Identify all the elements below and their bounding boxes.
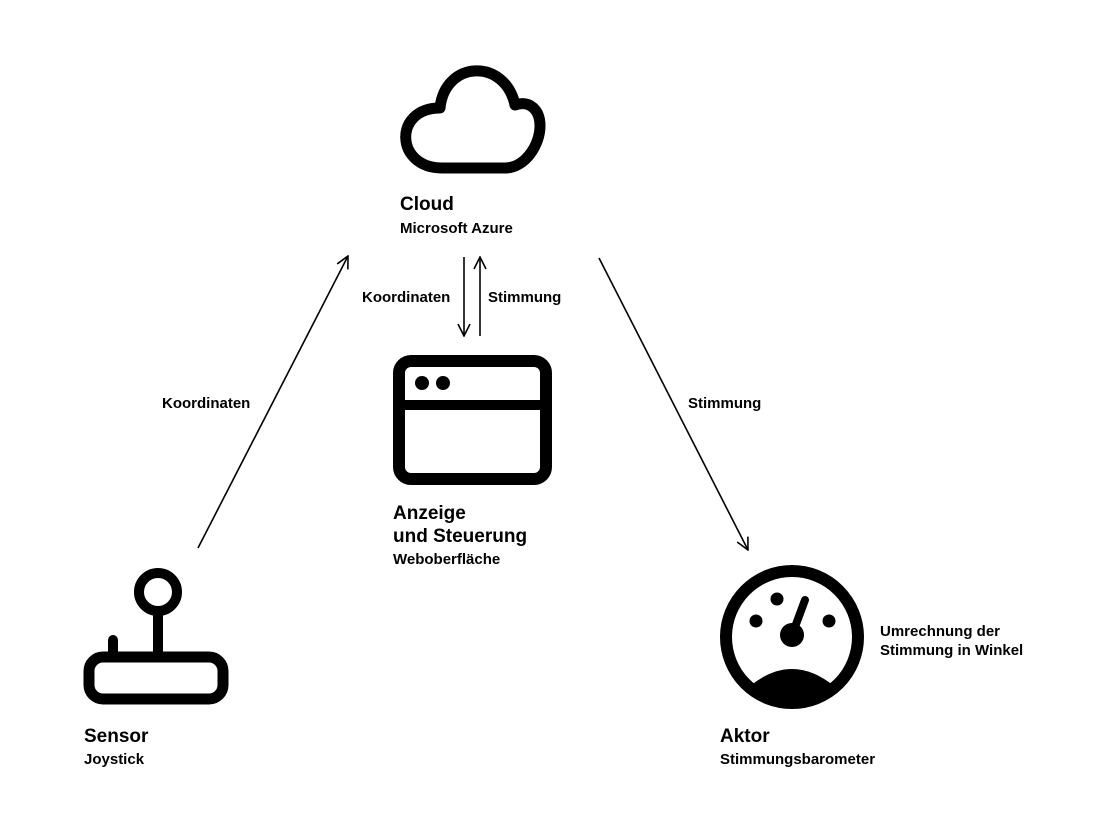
actor-note-line1: Umrechnung der [880,623,1001,640]
gauge-icon [720,565,864,709]
edge-label-cloud-to-actor: Stimmung [688,395,762,412]
joystick-icon [83,568,229,705]
display-title-line1: Anzeige [393,503,466,524]
display-subtitle: Weboberfläche [393,551,501,568]
sensor-title: Sensor [84,726,149,747]
display-title-line2: und Steuerung [393,526,528,547]
browser-window-icon [393,355,552,485]
actor-subtitle: Stimmungsbarometer [720,751,876,768]
sensor-subtitle: Joystick [84,751,145,768]
edge-sensor-to-cloud [197,256,348,549]
actor-note-line2: Stimmung in Winkel [880,642,1024,659]
edge-cloud-to-actor [598,257,748,550]
cloud-subtitle: Microsoft Azure [400,220,513,237]
edge-label-display-to-cloud: Stimmung [488,289,562,306]
cloud-title: Cloud [400,194,454,215]
edge-label-sensor-to-cloud: Koordinaten [162,395,251,412]
actor-title: Aktor [720,726,770,747]
cloud-icon [400,65,546,174]
edge-label-cloud-to-display: Koordinaten [362,289,451,306]
